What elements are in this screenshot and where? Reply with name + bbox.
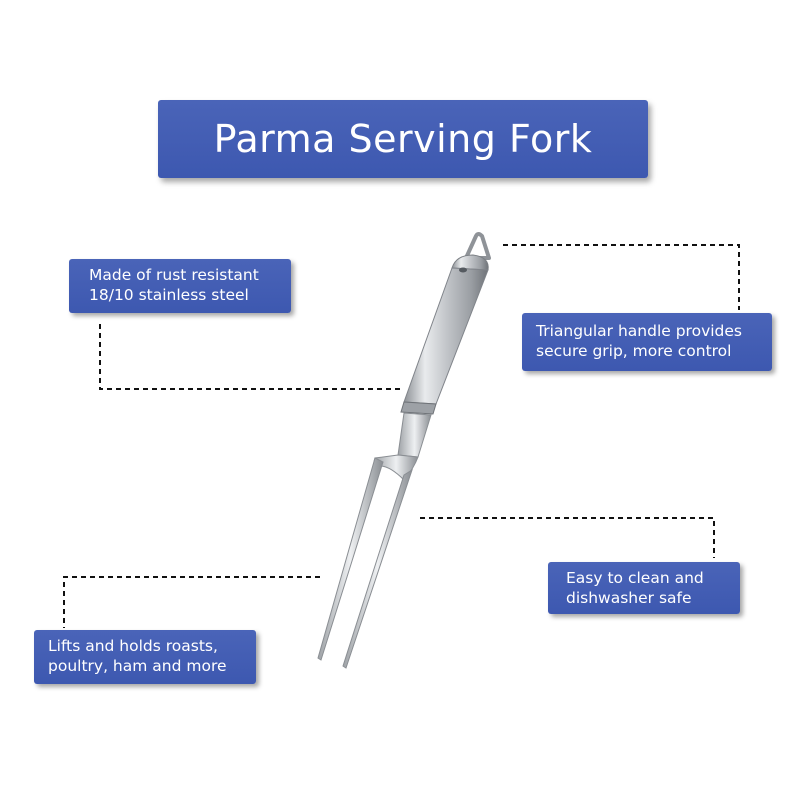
leader-line-material [99, 324, 400, 390]
callout-material: Made of rust resistant 18/10 stainless s… [69, 259, 291, 313]
callout-clean-line2: dishwasher safe [566, 589, 692, 607]
callout-handle: Triangular handle provides secure grip, … [522, 313, 772, 371]
leader-line-handle [503, 244, 740, 310]
callout-use-line1: Lifts and holds roasts, [48, 637, 218, 655]
fork-tine-right [342, 468, 413, 669]
leader-line-use [63, 576, 320, 628]
callout-clean: Easy to clean and dishwasher safe [548, 562, 740, 614]
page-title: Parma Serving Fork [213, 117, 593, 161]
callout-clean-line1: Easy to clean and [566, 569, 704, 587]
callout-use-line2: poultry, ham and more [48, 657, 227, 675]
leader-lines [63, 244, 740, 628]
leader-line-clean [420, 517, 715, 558]
fork-handle [403, 267, 489, 405]
serving-fork [317, 232, 491, 669]
callout-handle-line1: Triangular handle provides [536, 322, 742, 340]
callout-material-line1: Made of rust resistant [89, 266, 259, 284]
callout-material-line2: 18/10 stainless steel [89, 286, 249, 304]
callout-handle-line2: secure grip, more control [536, 342, 732, 360]
callout-use: Lifts and holds roasts, poultry, ham and… [34, 630, 256, 684]
title-banner: Parma Serving Fork [158, 100, 648, 178]
hanging-loop [464, 232, 491, 260]
fork-tine-left [317, 457, 384, 661]
